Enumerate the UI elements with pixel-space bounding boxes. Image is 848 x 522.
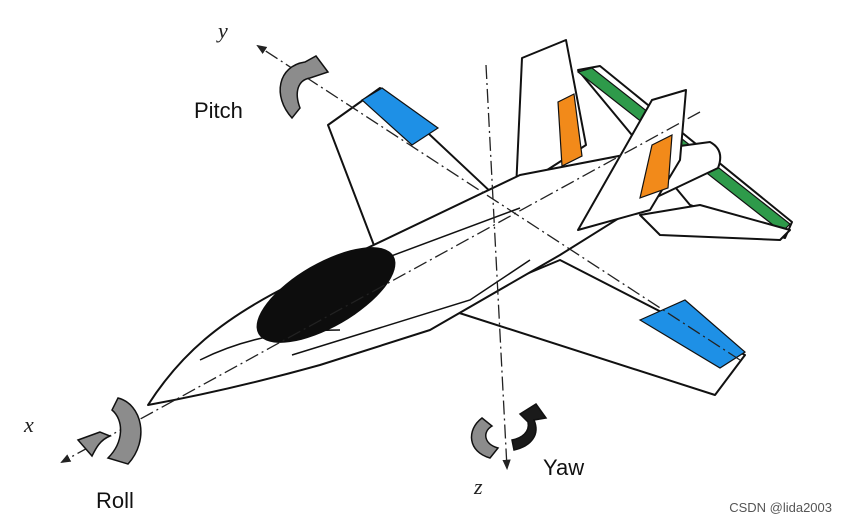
x-axis-label: x [23, 412, 34, 437]
y-axis-label: y [216, 18, 228, 43]
left-horizontal-stabilizer [639, 204, 791, 241]
x-axis-line [60, 111, 701, 464]
yaw-label: Yaw [543, 455, 584, 480]
roll-rotation-arrow-icon [76, 397, 142, 465]
z-axis-label: z [473, 474, 483, 499]
right-aileron [638, 299, 746, 369]
pitch-label: Pitch [194, 98, 243, 123]
right-vertical-tail [577, 89, 687, 231]
roll-label: Roll [96, 488, 134, 513]
canopy [256, 247, 396, 343]
left-aileron [360, 87, 440, 146]
z-axis-line [485, 64, 511, 471]
watermark: CSDN @lida2003 [729, 500, 832, 515]
yaw-rotation-arrow-icon [470, 402, 548, 459]
right-rudder [639, 133, 673, 199]
pitch-rotation-arrow-icon [279, 55, 330, 120]
left-rudder [557, 93, 583, 167]
left-vertical-tail [515, 39, 587, 191]
